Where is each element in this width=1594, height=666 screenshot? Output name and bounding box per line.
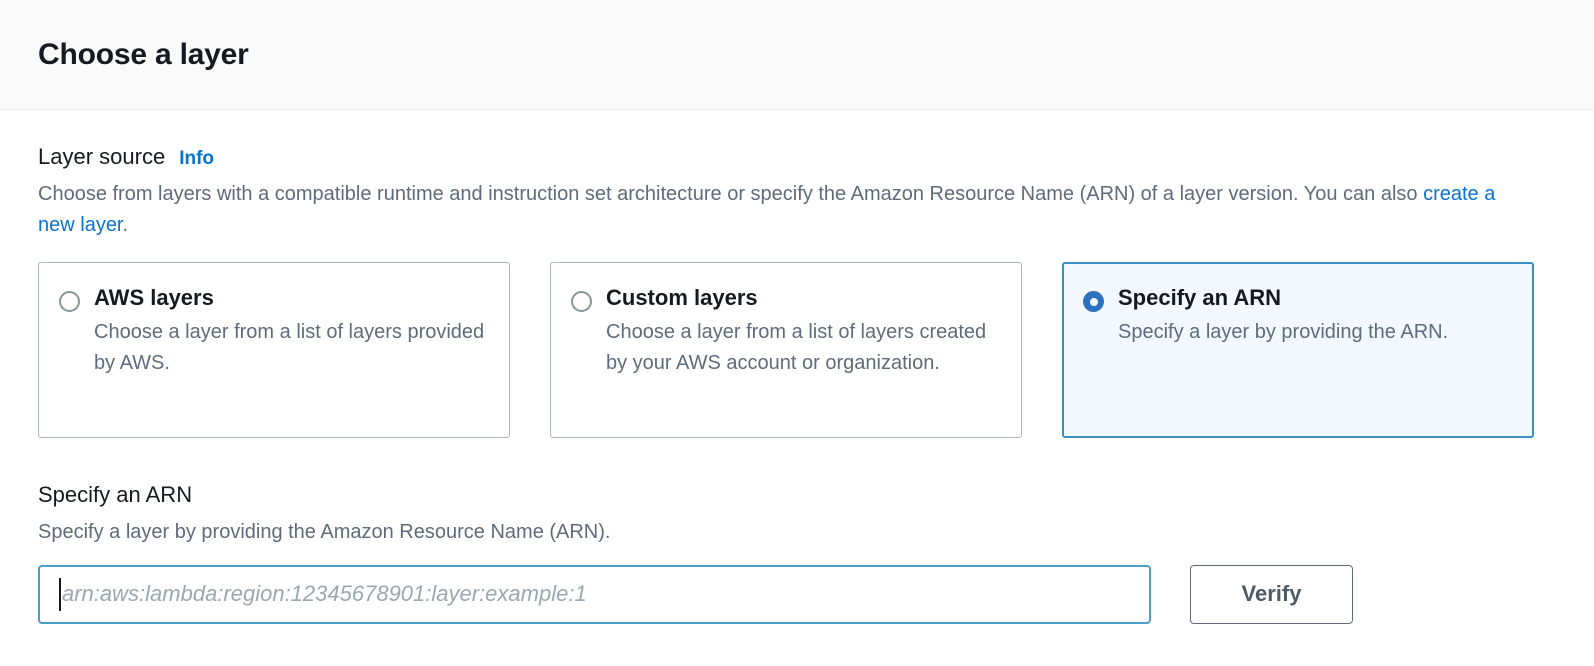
- panel-body: Layer source Info Choose from layers wit…: [0, 110, 1594, 624]
- arn-section-description: Specify a layer by providing the Amazon …: [38, 520, 611, 543]
- radio-card-specify-arn-text: Specify an ARN Specify a layer by provid…: [1118, 285, 1513, 348]
- radio-card-specify-arn[interactable]: Specify an ARN Specify a layer by provid…: [1062, 262, 1534, 439]
- radio-icon-specify-arn[interactable]: [1083, 291, 1104, 313]
- layer-source-description-text-2: .: [122, 214, 129, 237]
- layer-source-description-text-1: Choose from layers with a compatible run…: [38, 183, 1424, 206]
- panel-header: Choose a layer: [0, 0, 1594, 110]
- radio-card-specify-arn-description: Specify a layer by providing the ARN.: [1118, 321, 1449, 344]
- radio-card-aws-layers-description: Choose a layer from a list of layers pro…: [94, 321, 485, 375]
- radio-icon-custom-layers[interactable]: [571, 291, 592, 313]
- radio-card-custom-layers-title: Custom layers: [606, 285, 758, 311]
- layer-source-options: AWS layers Choose a layer from a list of…: [38, 262, 1556, 439]
- radio-card-aws-layers-text: AWS layers Choose a layer from a list of…: [94, 285, 489, 379]
- radio-card-custom-layers-description: Choose a layer from a list of layers cre…: [606, 321, 987, 375]
- radio-icon-aws-layers[interactable]: [59, 291, 80, 313]
- radio-card-custom-layers[interactable]: Custom layers Choose a layer from a list…: [550, 262, 1022, 439]
- info-link[interactable]: Info: [179, 148, 215, 169]
- layer-source-description: Choose from layers with a compatible run…: [38, 179, 1498, 241]
- layer-source-label: Layer source: [38, 144, 166, 169]
- arn-section-label: Specify an ARN: [38, 482, 193, 508]
- arn-section: Specify an ARN Specify a layer by provid…: [38, 482, 1556, 624]
- arn-input[interactable]: [38, 564, 1151, 624]
- layer-source-label-row: Layer source Info: [38, 110, 1556, 170]
- page-title: Choose a layer: [38, 38, 249, 71]
- radio-card-aws-layers-title: AWS layers: [94, 285, 214, 311]
- radio-card-custom-layers-text: Custom layers Choose a layer from a list…: [606, 285, 1001, 379]
- create-new-layer-link[interactable]: create a new layer: [38, 183, 1496, 237]
- arn-input-row: Verify: [38, 564, 1556, 624]
- radio-card-aws-layers[interactable]: AWS layers Choose a layer from a list of…: [38, 262, 510, 439]
- verify-button[interactable]: Verify: [1190, 564, 1353, 624]
- arn-input-wrapper: [38, 564, 1151, 624]
- text-caret: [59, 577, 61, 611]
- radio-card-specify-arn-title: Specify an ARN: [1118, 285, 1282, 311]
